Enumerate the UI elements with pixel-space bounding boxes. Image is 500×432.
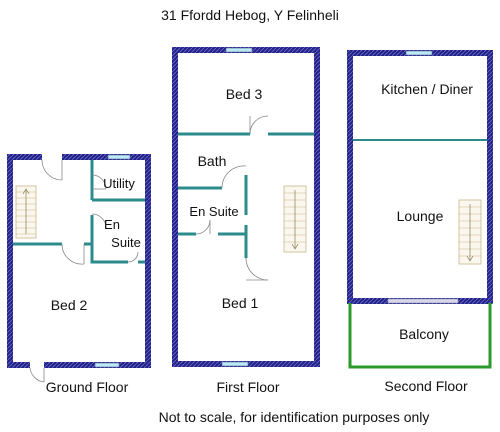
room-label-en-suite: En — [104, 217, 120, 232]
ground-floor-plan: Utility En Suite Bed 2 Ground Floor — [7, 153, 151, 395]
first-floor-plan: Bed 3 Bath En Suite Bed 1 First Floor — [172, 47, 320, 395]
staircase — [15, 185, 37, 239]
room-label-bath: Bath — [198, 153, 227, 169]
room-label-kitchen-diner: Kitchen / Diner — [381, 81, 473, 97]
staircase — [283, 185, 307, 253]
room-label-en-suite: Suite — [111, 235, 141, 250]
disclaimer-footer: Not to scale, for identification purpose… — [159, 409, 430, 425]
window — [94, 362, 120, 368]
floor-caption-first: First Floor — [217, 379, 280, 395]
room-label-en-suite: En Suite — [189, 204, 238, 219]
window — [405, 50, 433, 56]
room-label-bed-2: Bed 2 — [51, 297, 88, 313]
window — [221, 361, 249, 367]
ground-floor-outer-wall — [7, 154, 151, 368]
room-label-utility: Utility — [103, 176, 135, 191]
room-label-bed-3: Bed 3 — [226, 86, 263, 102]
balcony-railing — [348, 303, 492, 369]
second-floor-plan: Kitchen / Diner Lounge Balcony Second Fl… — [347, 50, 493, 394]
door-swing — [29, 159, 139, 383]
window — [225, 47, 253, 53]
window — [107, 154, 131, 160]
floor-caption-ground: Ground Floor — [46, 379, 129, 395]
window — [387, 298, 459, 304]
floor-caption-second: Second Floor — [384, 378, 468, 394]
ground-floor-internal-walls — [13, 160, 145, 264]
door-swing — [195, 115, 269, 281]
room-label-bed-1: Bed 1 — [222, 295, 259, 311]
first-floor-internal-walls — [178, 132, 314, 258]
title: 31 Ffordd Hebog, Y Felinheli — [161, 7, 339, 23]
room-label-lounge: Lounge — [397, 208, 444, 224]
staircase — [458, 199, 482, 265]
room-label-balcony: Balcony — [399, 326, 449, 342]
